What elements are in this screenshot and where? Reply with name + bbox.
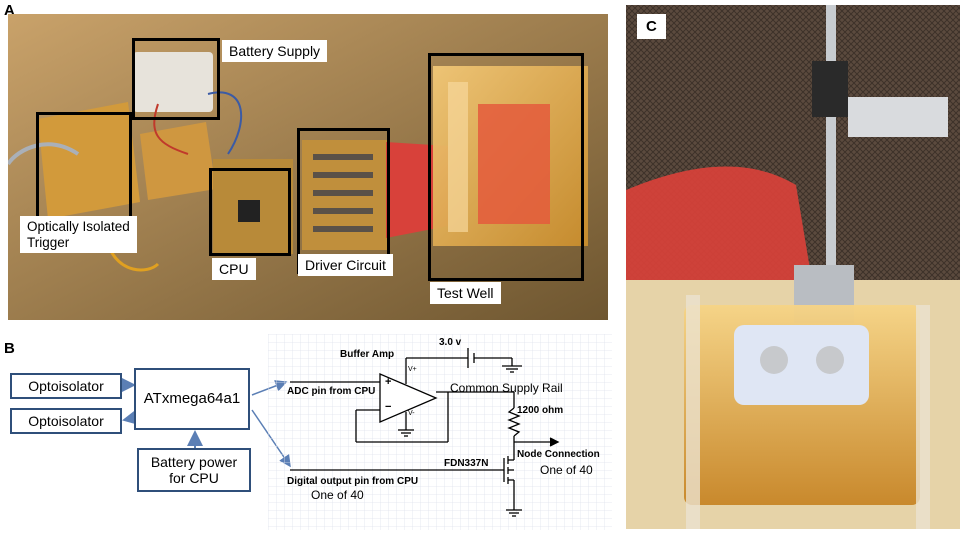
opamp-minus-sign: − [385, 401, 392, 413]
block-optoisolator-2: Optoisolator [10, 408, 122, 434]
label-optical-trigger: Optically Isolated Trigger [20, 216, 137, 254]
panel-letter-c: C [637, 14, 666, 40]
label-vminus: V- [408, 410, 415, 417]
arrow-mcu-to-opto [122, 409, 140, 426]
photo-panel-c [626, 5, 960, 529]
label-digital-count: One of 40 [311, 488, 364, 502]
panel-letter-a: A [4, 2, 15, 19]
ribbon-cable-c [626, 166, 816, 315]
electrode-pad [734, 325, 869, 405]
photo-c-scene [626, 5, 960, 529]
panel-letter-b: B [4, 340, 15, 357]
label-digital-pin: Digital output pin from CPU [287, 476, 419, 487]
label-vplus: V+ [408, 366, 417, 373]
box-test-well [428, 53, 584, 281]
label-node-count: One of 40 [540, 463, 593, 477]
block-optoisolator-1: Optoisolator [10, 373, 122, 399]
label-voltage: 3.0 v [439, 337, 462, 348]
label-driver-circuit: Driver Circuit [298, 254, 393, 277]
block-battery-power: Battery power for CPU [137, 448, 251, 492]
opamp-plus-sign: + [385, 376, 392, 388]
box-cpu [209, 168, 291, 256]
circuit-schematic [268, 334, 612, 530]
label-battery-supply: Battery Supply [222, 40, 328, 63]
block-mcu: ATxmega64a1 [134, 368, 250, 430]
battery-pack [133, 52, 213, 112]
box-driver-circuit [297, 128, 390, 274]
label-cpu: CPU [212, 258, 256, 281]
resistor-symbol [507, 407, 521, 437]
box-optical-trigger [36, 112, 132, 224]
op-amp-symbol [379, 373, 438, 423]
ribbon-cable [386, 142, 448, 238]
label-buffer-amp: Buffer Amp [340, 349, 395, 360]
label-adc-pin: ADC pin from CPU [287, 386, 376, 397]
trigger-board [38, 102, 140, 219]
label-node-connection: Node Connection [517, 449, 600, 460]
schematic-grid [268, 334, 612, 530]
label-common-supply-rail: Common Supply Rail [450, 381, 563, 395]
box-battery-supply [132, 38, 220, 120]
label-test-well: Test Well [430, 282, 501, 305]
support-rod [826, 5, 836, 305]
label-fet: FDN337N [444, 458, 489, 469]
label-resistor: 1200 ohm [517, 405, 564, 416]
